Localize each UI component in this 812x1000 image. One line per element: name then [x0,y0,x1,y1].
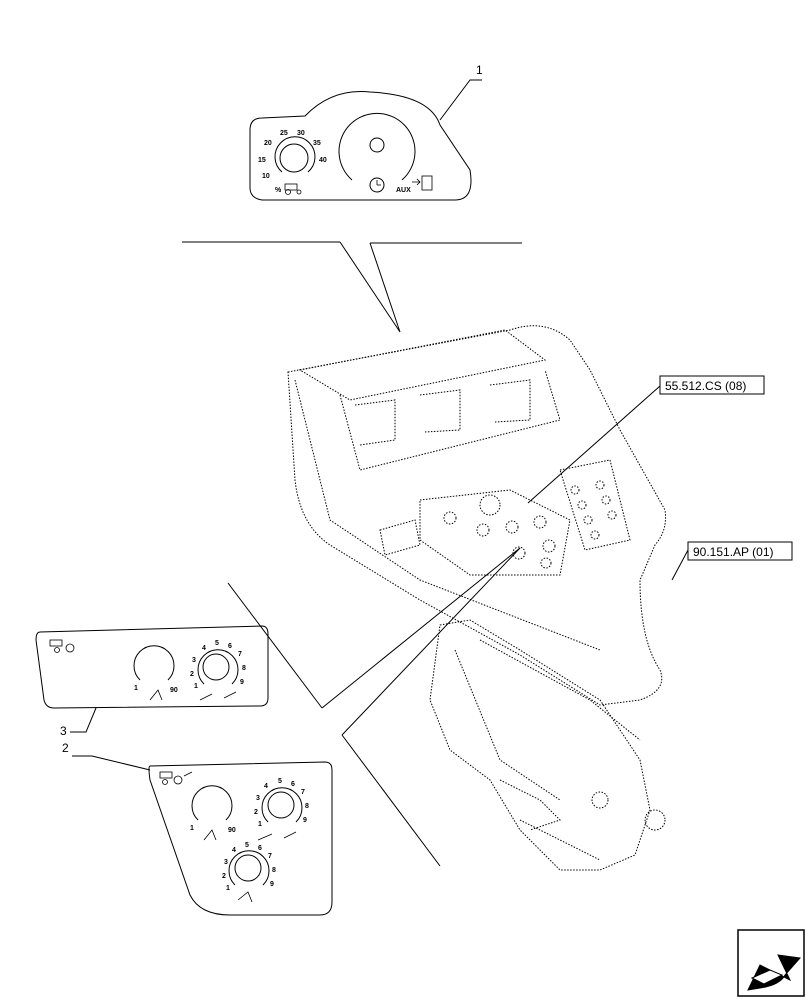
p3-right-tick-9: 9 [240,679,244,686]
p2-right-tick-6: 6 [291,781,295,788]
callout-1: 1 [476,63,483,77]
p2-bottom-tick-4: 4 [232,847,236,854]
p2-bottom-tick-9: 9 [270,881,274,888]
p2-left-tick-90: 90 [228,827,236,834]
p2-right-tick-3: 3 [256,795,260,802]
clock-icon [369,177,385,193]
p2-right-tick-1: 1 [258,821,262,828]
p1-tick-25: 25 [280,130,288,137]
panel-1: 10 15 20 25 30 35 40 % AUX [249,91,472,201]
p3-right-tick-2: 2 [190,671,194,678]
panel-3: 1 90 1 2 3 4 5 6 7 8 9 [35,625,269,709]
p1-tick-15: 15 [258,157,266,164]
p2-left-tick-1: 1 [190,825,194,832]
p2-right-tick-4: 4 [264,783,268,790]
p3-right-tick-5: 5 [215,640,219,647]
tractor-icon [159,771,193,785]
p2-right-tick-9: 9 [303,817,307,824]
reference-90151-label: 90.151.AP (01) [693,545,774,559]
reference-55512[interactable]: 55.512.CS (08) [659,375,765,395]
p2-bottom-tick-1: 1 [226,885,230,892]
p2-right-tick-2: 2 [254,809,258,816]
p3-right-tick-1: 1 [194,683,198,690]
p2-bottom-tick-8: 8 [272,867,276,874]
p3-right-tick-7: 7 [238,651,242,658]
p1-tick-30: 30 [297,130,305,137]
p2-bottom-tick-3: 3 [224,859,228,866]
p3-left-tick-90: 90 [170,687,178,694]
p2-bottom-tick-2: 2 [222,873,226,880]
p1-tick-10: 10 [262,173,270,180]
p2-bottom-tick-7: 7 [268,853,272,860]
reference-90151[interactable]: 90.151.AP (01) [687,541,793,561]
p3-left-tick-1: 1 [134,685,138,692]
p2-right-tick-5: 5 [278,778,282,785]
callout-2: 2 [62,741,69,755]
p1-percent: % [275,187,282,194]
tractor-icon [284,183,302,195]
panel-2: 1 90 1 2 3 4 5 6 7 8 9 1 2 3 4 5 6 7 8 9 [148,761,333,916]
callout-3: 3 [60,724,67,738]
p3-right-tick-4: 4 [202,645,206,652]
p2-right-tick-7: 7 [301,789,305,796]
hydraulic-aux-icon [412,175,433,191]
page-corner-icon[interactable] [737,929,805,997]
p1-aux-label: AUX [396,187,411,194]
reference-55512-label: 55.512.CS (08) [665,379,746,393]
p3-right-tick-8: 8 [242,665,246,672]
p2-bottom-tick-6: 6 [258,845,262,852]
p1-tick-40: 40 [319,157,327,164]
armrest-console [287,325,666,871]
p1-tick-35: 35 [313,140,321,147]
p2-bottom-tick-5: 5 [245,842,249,849]
tractor-icon [49,639,75,653]
p3-right-tick-6: 6 [228,643,232,650]
p3-right-tick-3: 3 [192,657,196,664]
p2-right-tick-8: 8 [305,803,309,810]
p1-tick-20: 20 [264,140,272,147]
